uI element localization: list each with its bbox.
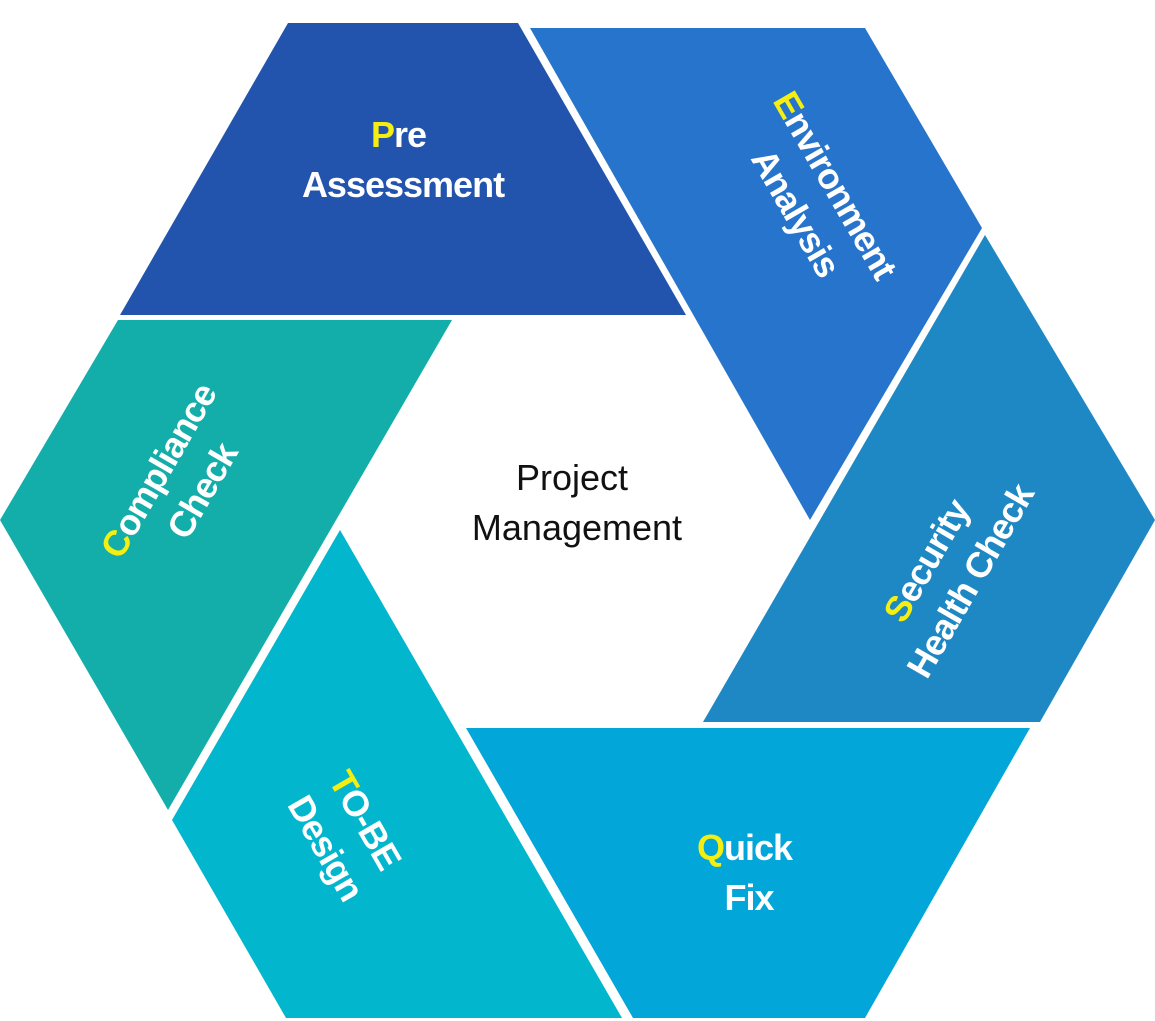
segment-security-health-check-shape	[703, 235, 1155, 722]
segment-pre-assessment-shape	[120, 23, 686, 315]
segment-compliance-check-shape	[0, 320, 452, 810]
segment-quick-fix: Quick Fix	[466, 728, 1030, 1018]
segment-environment-analysis-shape	[530, 28, 982, 520]
segment-quick-fix-shape	[466, 728, 1030, 1018]
segment-compliance-check: Compliance Check	[0, 320, 452, 810]
segment-environment-analysis: Environment Analysis	[530, 28, 982, 520]
segment-pre-assessment-label: Pre Assessment	[302, 114, 505, 205]
center-label: Project Management	[472, 457, 682, 548]
segment-quick-fix-label: Quick Fix	[697, 827, 801, 918]
segment-to-be-design-shape	[172, 530, 622, 1018]
center-label-line1: Project	[516, 457, 628, 498]
center-label-line2: Management	[472, 507, 682, 548]
segment-to-be-design: TO-BE Design	[172, 530, 622, 1018]
segment-pre-assessment: Pre Assessment	[120, 23, 686, 315]
segment-security-health-check: Security Health Check	[703, 235, 1155, 722]
